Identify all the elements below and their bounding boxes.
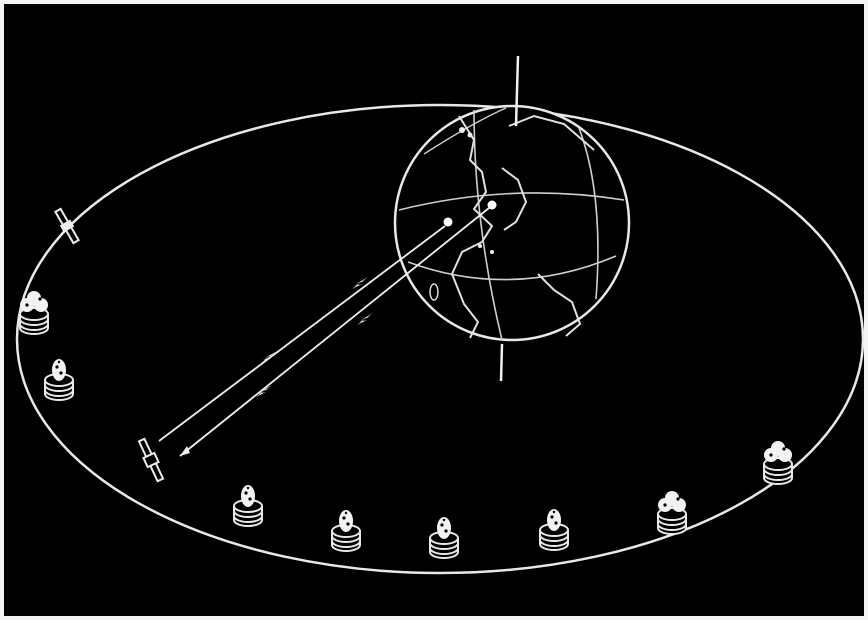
orbit-scene — [4, 4, 864, 616]
lightning-bolt-icon — [261, 351, 277, 363]
lightning-bolt-icon — [352, 277, 368, 289]
satellite-icon — [658, 491, 686, 534]
satellite-icon — [45, 359, 73, 400]
satellite-icon — [234, 485, 262, 526]
satellite-icon — [332, 510, 360, 551]
ground-station-dot — [444, 218, 453, 227]
satellite-icon — [136, 438, 165, 483]
illustration-frame — [4, 4, 864, 616]
south-axis-line — [501, 344, 502, 381]
satellite-icon — [540, 509, 568, 550]
uplink-beam — [159, 226, 445, 441]
earth-globe-icon — [395, 106, 629, 340]
lightning-bolt-icon — [256, 385, 272, 397]
downlink-beam — [180, 208, 489, 456]
satellite-icon — [430, 517, 458, 558]
arrow-head — [180, 446, 190, 456]
lightning-bolt-icon — [357, 313, 373, 325]
satellite-icon — [764, 441, 792, 484]
